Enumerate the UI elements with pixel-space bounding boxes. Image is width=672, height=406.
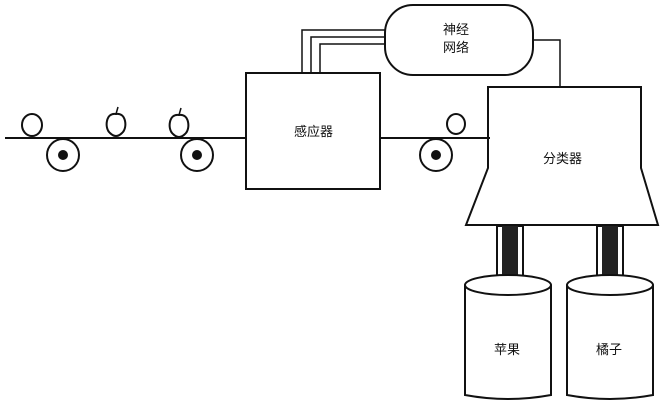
sensor-label: 感应器 xyxy=(294,125,334,140)
chute-orange xyxy=(596,225,624,281)
sensor-to-network-wires xyxy=(301,29,385,73)
chute-apple xyxy=(496,225,524,279)
neural-network-label-line1: 神经 xyxy=(443,23,470,38)
bin-apple-label: 苹果 xyxy=(494,343,521,358)
neural-network-label-line2: 网络 xyxy=(443,41,470,56)
roller-3 xyxy=(419,138,453,172)
sensor-box xyxy=(245,72,381,190)
fruit-orange-1 xyxy=(21,113,43,137)
fruit-apple-1 xyxy=(105,106,127,137)
roller-2 xyxy=(180,138,214,172)
fruit-orange-2 xyxy=(446,113,466,135)
bin-apple xyxy=(464,274,552,400)
network-to-classifier-wire xyxy=(533,39,561,87)
bin-orange xyxy=(566,274,654,400)
classifier-box xyxy=(464,86,660,226)
classifier-label: 分类器 xyxy=(543,152,583,167)
bin-orange-label: 橘子 xyxy=(596,343,623,358)
fruit-apple-2 xyxy=(168,107,190,138)
roller-1 xyxy=(46,138,80,172)
